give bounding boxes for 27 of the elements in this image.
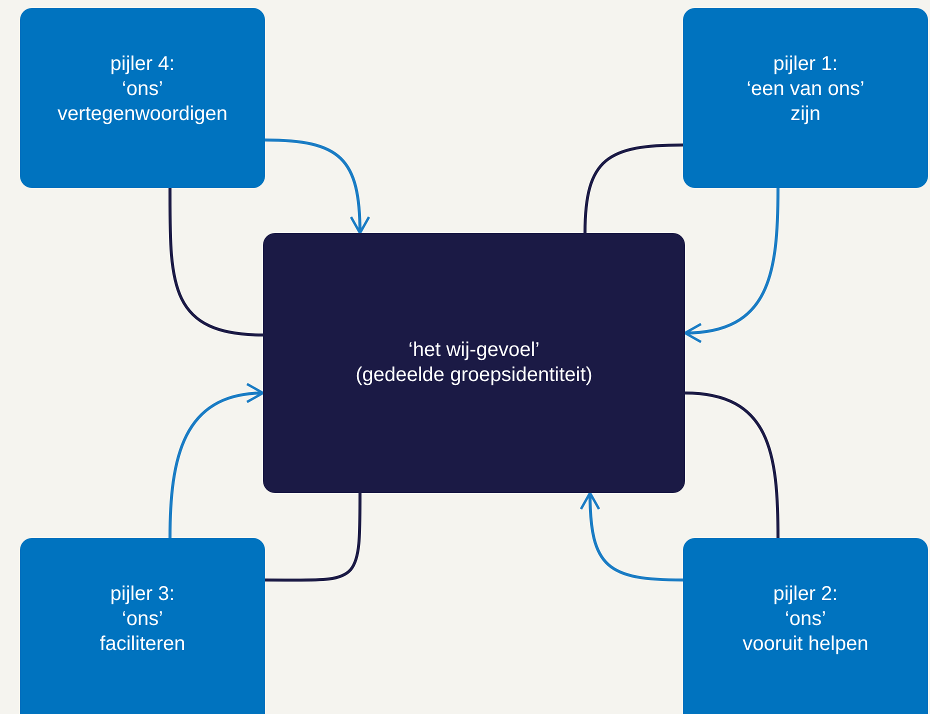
pillar-box (20, 8, 265, 188)
box-text: faciliteren (100, 632, 186, 657)
box-text: vertegenwoordigen (57, 102, 228, 127)
pillar-box (683, 8, 928, 188)
curved-arrow (168, 384, 264, 538)
curved-arrow (264, 138, 370, 234)
pillar-heading: pijler 3: (110, 582, 175, 607)
pillar-heading: pijler 4: (110, 52, 175, 77)
box-text: ‘het wij-gevoel’ (408, 338, 540, 363)
pillar-box (20, 538, 265, 714)
connector-line (584, 144, 684, 234)
pillar-heading: pijler 2: (773, 582, 838, 607)
curved-arrow (580, 492, 684, 582)
box-text: ‘een van ons’ (746, 77, 864, 102)
connector-line (684, 392, 780, 538)
box-text: ‘ons’ (122, 77, 164, 102)
curved-arrow (684, 188, 780, 342)
box-text: (gedeelde groepsidentiteit) (356, 363, 592, 388)
box-text: ‘ons’ (122, 607, 164, 632)
box-text: zijn (790, 102, 820, 127)
box-text: ‘ons’ (784, 607, 826, 632)
connector-line (168, 188, 264, 336)
pillar-box (683, 538, 928, 714)
box-text: vooruit helpen (742, 632, 868, 657)
pillar-heading: pijler 1: (773, 52, 838, 77)
connector-line (265, 493, 362, 582)
central-box (263, 233, 685, 493)
